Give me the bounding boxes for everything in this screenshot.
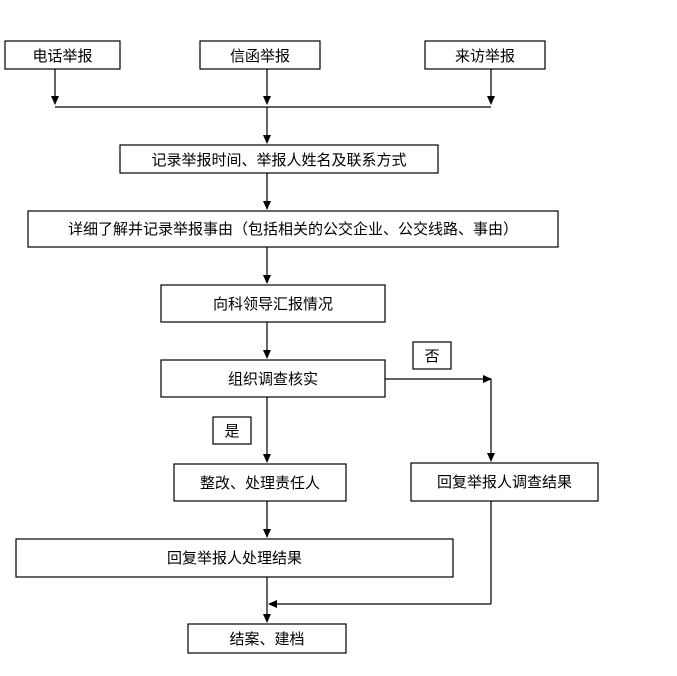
- node-letter-report-label: 信函举报: [230, 47, 290, 65]
- node-detail-info-label: 详细了解并记录举报事由（包括相关的公交企业、公交线路、事由）: [68, 220, 518, 238]
- decision-yes-text: 是: [224, 422, 239, 440]
- node-investigate-label: 组织调查核实: [228, 370, 318, 388]
- node-visit-report-label: 来访举报: [455, 47, 515, 65]
- node-reply-handling-label: 回复举报人处理结果: [167, 549, 302, 567]
- node-visit-report: 来访举报: [424, 40, 546, 70]
- node-report-leader-label: 向科领导汇报情况: [213, 295, 333, 313]
- node-reply-handling: 回复举报人处理结果: [15, 538, 454, 578]
- decision-yes-label: 是: [212, 416, 252, 445]
- decision-no-text: 否: [424, 347, 439, 365]
- node-reply-investigation-label: 回复举报人调查结果: [437, 473, 572, 491]
- node-detail-info: 详细了解并记录举报事由（包括相关的公交企业、公交线路、事由）: [27, 210, 559, 248]
- node-rectify-label: 整改、处理责任人: [200, 474, 320, 492]
- node-phone-report-label: 电话举报: [32, 47, 92, 65]
- node-rectify: 整改、处理责任人: [173, 463, 347, 502]
- node-phone-report: 电话举报: [4, 40, 121, 70]
- node-close-case-label: 结案、建档: [229, 630, 304, 648]
- node-reply-investigation: 回复举报人调查结果: [410, 462, 599, 502]
- node-record-info-label: 记录举报时间、举报人姓名及联系方式: [151, 151, 406, 169]
- node-investigate: 组织调查核实: [160, 359, 386, 398]
- node-close-case: 结案、建档: [187, 623, 347, 654]
- node-report-leader: 向科领导汇报情况: [160, 284, 386, 323]
- node-letter-report: 信函举报: [199, 40, 321, 70]
- decision-no-label: 否: [412, 341, 452, 370]
- node-record-info: 记录举报时间、举报人姓名及联系方式: [119, 144, 439, 174]
